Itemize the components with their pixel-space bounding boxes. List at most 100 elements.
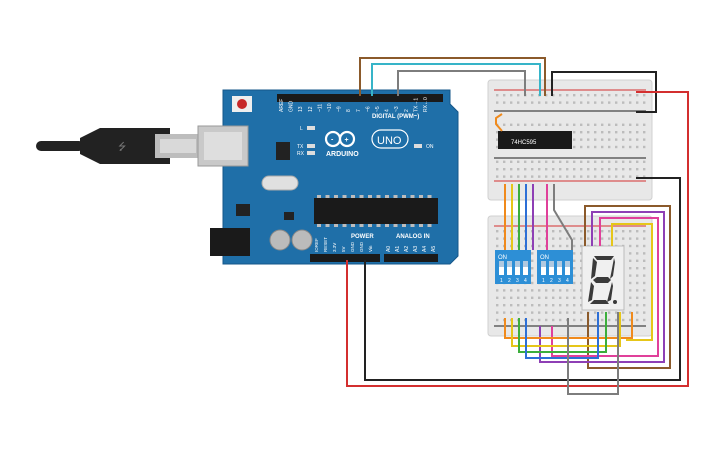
seven-segment-display[interactable]	[581, 245, 625, 311]
breadboard-hole	[608, 94, 611, 97]
breadboard-hole	[615, 101, 618, 104]
digital-pin-label: GND	[289, 101, 295, 113]
dip-switch-key[interactable]	[523, 261, 528, 275]
breadboard-hole	[510, 94, 513, 97]
breadboard-hole	[580, 281, 583, 285]
breadboard-hole	[615, 318, 618, 322]
breadboard-hole	[552, 123, 555, 126]
breadboard-hole	[594, 101, 597, 104]
dip-switch-toggle	[565, 261, 570, 267]
power-pin-label: 3.3V	[332, 243, 337, 252]
wires[interactable]	[346, 57, 689, 395]
breadboard-hole	[531, 259, 534, 262]
breadboard-hole	[580, 160, 583, 163]
dip-switch-toggle	[541, 261, 546, 267]
dip-switch-2[interactable]: ON 1 2 3 4	[537, 250, 573, 284]
breadboard-hole	[573, 296, 576, 299]
dip-switch-1[interactable]: ON 1 2 3 4	[495, 250, 531, 284]
breadboard-hole	[580, 274, 583, 277]
breadboard-hole	[629, 274, 632, 277]
dip-switch-toggle	[557, 261, 562, 267]
breadboard-hole	[531, 267, 534, 270]
breadboard-hole	[559, 304, 562, 307]
breadboard-hole	[636, 145, 639, 149]
breadboard-hole	[538, 304, 541, 307]
chip-pin	[342, 224, 347, 227]
dip-switch-key[interactable]	[549, 261, 554, 275]
breadboard-hole	[531, 168, 534, 171]
breadboard-hole	[503, 101, 506, 104]
breadboard-hole	[496, 168, 499, 171]
chip-pin	[376, 224, 381, 227]
breadboard-hole	[573, 175, 576, 178]
breadboard-hole	[636, 274, 639, 277]
breadboard-upper[interactable]: 74HC595	[487, 79, 653, 201]
chip-pin	[410, 224, 415, 227]
breadboard-hole	[643, 274, 646, 277]
chip-pin	[334, 195, 338, 198]
wire-gray-bottom	[567, 312, 619, 395]
chip-pin	[368, 195, 372, 198]
breadboard-hole	[552, 175, 555, 178]
breadboard-hole	[643, 289, 646, 292]
breadboard-hole	[601, 101, 604, 104]
breadboard-hole	[636, 138, 639, 141]
breadboard-hole	[615, 175, 618, 178]
analog-pin-label: A1	[395, 246, 401, 252]
breadboard-hole	[573, 94, 576, 97]
svg-text:ON: ON	[540, 255, 549, 261]
breadboard-hole	[629, 267, 632, 270]
breadboard-hole	[594, 94, 597, 97]
breadboard-hole	[587, 101, 590, 104]
dip-switch-toggle	[549, 261, 554, 267]
breadboard-hole	[517, 289, 520, 292]
breadboard-hole	[517, 168, 520, 171]
breadboard-hole	[573, 131, 576, 134]
breadboard-hole	[608, 160, 611, 163]
wire-gray-top	[397, 70, 526, 96]
breadboard-hole	[615, 145, 618, 149]
breadboard-hole	[559, 311, 562, 314]
breadboard-hole	[594, 138, 597, 141]
breadboard-hole	[643, 230, 646, 233]
breadboard-hole	[496, 289, 499, 292]
breadboard-hole	[580, 252, 583, 255]
breadboard-hole	[573, 274, 576, 277]
breadboard-hole	[531, 94, 534, 97]
dip-switch-key[interactable]	[565, 261, 570, 275]
breadboard-hole	[573, 304, 576, 307]
breadboard-hole	[524, 123, 527, 126]
breadboard-hole	[559, 168, 562, 171]
breadboard-hole	[496, 311, 499, 314]
breadboard-hole	[496, 304, 499, 307]
digital-pin-label: 12	[308, 106, 314, 112]
svg-text:-: -	[331, 137, 334, 144]
breadboard-hole	[573, 123, 576, 126]
dip-switch-key[interactable]	[541, 261, 546, 275]
dip-switch-key[interactable]	[515, 261, 520, 275]
breadboard-hole	[643, 145, 646, 149]
breadboard-hole	[496, 101, 499, 104]
breadboard-hole	[636, 94, 639, 97]
usb-cable[interactable]: ⭍	[36, 128, 203, 164]
chip-pin	[376, 195, 381, 198]
breadboard-hole	[552, 311, 555, 314]
breadboard-hole	[594, 123, 597, 126]
dip-switch-key[interactable]	[499, 261, 504, 275]
breadboard-hole	[636, 252, 639, 255]
breadboard-hole	[531, 274, 534, 277]
dip-switch-key[interactable]	[507, 261, 512, 275]
shift-register-chip[interactable]	[498, 131, 572, 149]
breadboard-hole	[643, 101, 646, 104]
dip-switch-key[interactable]	[557, 261, 562, 275]
digital-pin-label: 2	[404, 109, 410, 112]
breadboard-hole	[622, 318, 625, 322]
breadboard-hole	[580, 267, 583, 270]
digital-header	[277, 94, 443, 102]
breadboard-hole	[566, 289, 569, 292]
breadboard-hole	[566, 237, 569, 240]
breadboard-hole	[629, 244, 632, 248]
